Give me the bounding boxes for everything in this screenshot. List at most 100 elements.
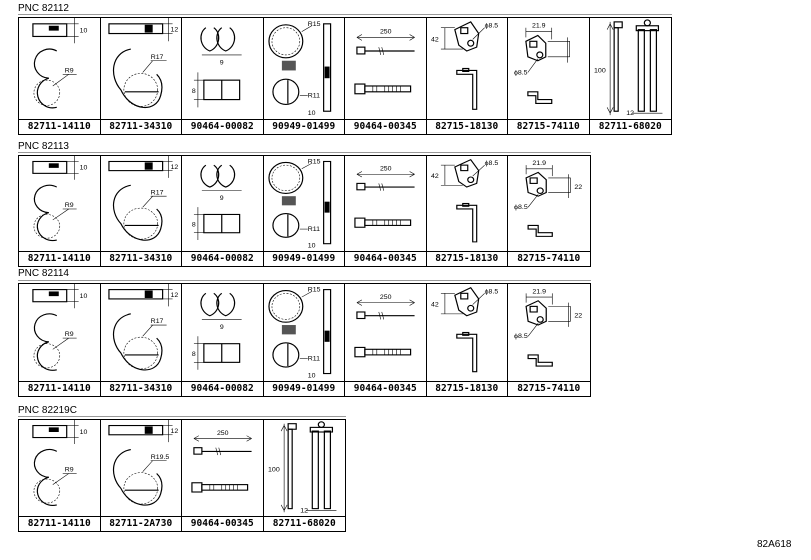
dimension-label: ϕ8.5 [484, 288, 498, 295]
part-number: 82711-2A730 [100, 516, 181, 531]
diagram-code: 82A618 [757, 539, 792, 550]
part-number: 82711-68020 [589, 119, 671, 134]
part-number: 82711-14110 [19, 381, 100, 396]
part-cell[interactable]: 9 8 90464-00082 [182, 284, 264, 396]
part-cell[interactable]: 10 R9 82711-14110 [19, 156, 101, 266]
dimension-label: ϕ8.5 [514, 204, 528, 211]
part-cell[interactable]: 21.9 ϕ8.5 82715-74110 [508, 18, 590, 134]
part-cell[interactable]: 12 R19.5 82711-2A730 [100, 420, 182, 531]
dimension-label: 8 [192, 88, 196, 95]
part-cell[interactable]: 21.9 22 ϕ8.5 82715-74110 [508, 284, 590, 396]
part-cell[interactable]: 250 90464-00345 [182, 420, 264, 531]
dimension-label: 100 [268, 467, 280, 474]
part-number: 82711-68020 [263, 516, 345, 531]
part-number: 82711-34310 [100, 381, 181, 396]
dimension-label: R17 [150, 190, 163, 197]
dimension-label: 250 [217, 430, 229, 437]
part-number: 90464-00082 [182, 251, 263, 266]
dimension-label: 10 [307, 110, 315, 117]
part-number: 82711-14110 [19, 119, 100, 134]
part-illustration: 12 R19.5 [107, 420, 178, 506]
part-illustration: 250 [354, 294, 415, 358]
part-number: 82711-14110 [19, 516, 100, 531]
parts-row: 10 R9 82711-14110 12 R17 82711-34310 9 8… [18, 17, 672, 135]
part-illustration: 10 R9 [32, 156, 88, 242]
part-illustration: 250 [354, 29, 415, 95]
part-illustration: 21.9 ϕ8.5 [514, 23, 570, 105]
dimension-label: 21.9 [532, 23, 546, 30]
dimension-label: 42 [430, 302, 438, 309]
part-cell[interactable]: 12 R17 82711-34310 [100, 284, 182, 396]
part-cell[interactable]: 10 R9 82711-14110 [19, 18, 101, 134]
part-cell[interactable]: 250 90464-00345 [345, 284, 427, 396]
dimension-label: ϕ8.5 [484, 23, 498, 30]
part-cell[interactable]: 10 R9 82711-14110 [19, 284, 101, 396]
part-illustration: 42 ϕ8.5 [430, 287, 498, 373]
part-cell[interactable]: 9 8 90464-00082 [182, 156, 264, 266]
part-illustration: 21.9 22 ϕ8.5 [514, 160, 583, 237]
part-cell[interactable]: 10 R9 82711-14110 [19, 420, 101, 531]
dimension-label: 100 [594, 67, 606, 74]
part-cell[interactable]: 100 12 82711-68020 [589, 18, 671, 134]
part-number: 82715-18130 [426, 381, 507, 396]
part-cell[interactable]: 42 ϕ8.5 82715-18130 [426, 284, 508, 396]
dimension-label: 10 [80, 429, 88, 436]
part-cell[interactable]: 12 R17 82711-34310 [100, 18, 182, 134]
dimension-label: R9 [65, 467, 74, 474]
dimension-label: 9 [220, 195, 224, 202]
part-number: 82715-74110 [508, 251, 590, 266]
part-number: 82715-74110 [508, 119, 589, 134]
part-illustration: 9 8 [192, 292, 242, 370]
dimension-label: R17 [150, 54, 163, 61]
part-number: 82715-18130 [426, 251, 507, 266]
dimension-label: 42 [430, 173, 438, 180]
part-number: 82711-34310 [100, 251, 181, 266]
part-illustration: 12 R17 [107, 156, 178, 241]
divider [18, 14, 672, 15]
part-illustration: 250 [354, 166, 415, 228]
dimension-label: R9 [65, 202, 74, 209]
part-cell[interactable]: 12 R17 82711-34310 [100, 156, 182, 266]
part-illustration: 12 R17 [107, 284, 178, 371]
dimension-label: 12 [170, 428, 178, 435]
dimension-label: 9 [220, 324, 224, 331]
dimension-label: 9 [220, 60, 224, 67]
dimension-label: R11 [307, 226, 320, 233]
dimension-label: 250 [380, 29, 392, 36]
dimension-label: R9 [65, 67, 74, 74]
dimension-label: 250 [380, 294, 392, 301]
dimension-label: 12 [626, 110, 634, 117]
part-illustration: 250 [191, 430, 252, 493]
part-cell[interactable]: 42 ϕ8.5 82715-18130 [426, 18, 508, 134]
dimension-label: 8 [192, 351, 196, 358]
dimension-label: ϕ8.5 [514, 69, 528, 76]
pnc-label: PNC 82114 [18, 268, 69, 279]
part-cell[interactable]: 250 90464-00345 [345, 156, 427, 266]
part-cell[interactable]: 9 8 90464-00082 [182, 18, 264, 134]
part-number: 82711-14110 [19, 251, 100, 266]
pnc-label: PNC 82112 [18, 3, 69, 14]
dimension-label: R15 [307, 287, 320, 294]
part-illustration: 12 R17 [107, 18, 178, 109]
dimension-label: ϕ8.5 [484, 160, 498, 167]
pnc-label: PNC 82219C [18, 405, 77, 416]
part-cell[interactable]: 100 12 82711-68020 [263, 420, 345, 531]
part-illustration: 100 12 [268, 421, 336, 515]
dimension-label: 12 [300, 508, 308, 515]
part-cell[interactable]: 42 ϕ8.5 82715-18130 [426, 156, 508, 266]
part-cell[interactable]: 21.9 22 ϕ8.5 82715-74110 [508, 156, 590, 266]
divider [18, 152, 591, 153]
part-number: 90949-01499 [263, 251, 344, 266]
pnc-label: PNC 82113 [18, 141, 69, 152]
divider [18, 416, 346, 417]
divider [18, 280, 591, 281]
dimension-label: 250 [380, 166, 392, 173]
part-number: 90949-01499 [263, 119, 344, 134]
part-cell[interactable]: 250 90464-00345 [345, 18, 427, 134]
part-illustration: 10 R9 [32, 284, 88, 371]
